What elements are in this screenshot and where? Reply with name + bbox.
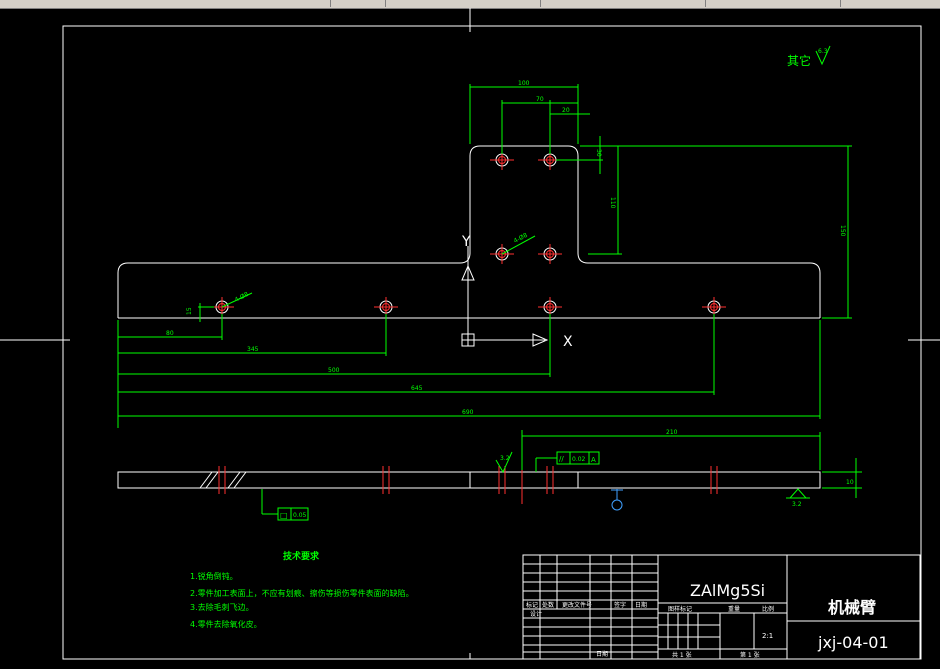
tb-label-signature: 签字	[614, 601, 626, 609]
drawing-border	[62, 25, 922, 660]
parallelism-datum: A	[591, 456, 596, 464]
dim-side-length: 210	[666, 429, 678, 436]
toolbar-separator	[840, 0, 841, 7]
part-name: 机械臂	[828, 598, 876, 617]
tb-label-sheet-num: 第 1 张	[740, 651, 760, 659]
scale-value: 2:1	[762, 632, 773, 640]
tb-label-count: 处数	[542, 601, 554, 609]
plan-view: 100 70 20 30 110 150 4-Ø8 4-Ø8 15	[117, 80, 852, 428]
parallelism-symbol: //	[559, 455, 564, 463]
ucs-x-label: X	[563, 334, 573, 350]
dimension-lines-right	[556, 136, 852, 319]
hole	[702, 297, 726, 317]
tech-req-item: 1.锐角倒钝。	[190, 571, 238, 581]
hole	[538, 297, 562, 317]
datum-symbol-icon	[611, 489, 623, 511]
hole-callout-lower: 4-Ø8	[234, 291, 250, 304]
surface-roughness-note: 其它 6.3	[787, 45, 831, 68]
tech-req-item: 3.去除毛刺飞边。	[190, 602, 254, 612]
tb-label-date-bottom: 日期	[596, 650, 608, 658]
section-hatching	[199, 471, 247, 489]
dim-vertical-total: 150	[839, 225, 846, 237]
dimension-lines-bottom	[117, 314, 821, 428]
ucs-y-label: Y	[461, 234, 471, 250]
hole	[374, 297, 398, 317]
dimension-thickness	[822, 458, 862, 498]
toolbar-separator	[330, 0, 331, 7]
flatness-tolerance-frame: □ 0.05	[261, 489, 309, 521]
cad-drawing-canvas[interactable]: 其它 6.3 100 70 20	[0, 8, 940, 669]
ucs-icon: X Y	[461, 234, 573, 350]
dim-fourth-hole-x: 645	[411, 385, 423, 392]
tb-label-design: 设计	[530, 610, 542, 618]
side-view: 210 10 // 0.02 A □ 0.05	[117, 429, 862, 521]
roughness-symbol-icon: 3.2	[786, 488, 810, 508]
tb-label-date: 日期	[635, 601, 647, 609]
roughness-symbol-icon	[815, 45, 831, 66]
dim-second-hole-x: 345	[247, 346, 259, 353]
flatness-tolerance: 0.05	[293, 512, 307, 519]
dim-hole-y-offset: 15	[186, 307, 193, 315]
parallelism-tolerance: 0.02	[572, 456, 586, 463]
roughness-symbol-icon: 3.2	[495, 451, 513, 474]
technical-requirements: 技术要求 1.锐角倒钝。 2.零件加工表面上，不应有划痕、擦伤等损伤零件表面的缺…	[190, 550, 414, 629]
parallelism-tolerance-frame: // 0.02 A	[535, 451, 600, 472]
tech-req-item: 2.零件加工表面上，不应有划痕、擦伤等损伤零件表面的缺陷。	[190, 588, 414, 598]
dim-thickness: 10	[846, 479, 854, 486]
tb-label-scale: 比例	[762, 605, 774, 613]
dimension-hole-offset	[198, 303, 214, 322]
dimension-side-length	[521, 430, 821, 470]
toolbar-separator	[705, 0, 706, 7]
roughness-value-1: 3.2	[500, 455, 510, 462]
material-name: ZAlMg5Si	[690, 581, 765, 600]
tb-label-zone: 更改文件号	[562, 601, 592, 609]
part-outline	[117, 145, 821, 318]
flatness-symbol: □	[280, 511, 288, 520]
dim-width-top: 100	[518, 80, 530, 87]
dim-hole-spacing-top: 70	[536, 96, 544, 103]
title-block-grid	[523, 555, 920, 659]
tb-label-sheet-total: 共 1 张	[672, 651, 692, 659]
dim-third-hole-x: 500	[328, 367, 340, 374]
toolbar-separator	[385, 0, 386, 7]
dim-edge-offset-top: 20	[562, 107, 570, 114]
tb-label-stage-mark: 图样标记	[668, 605, 692, 613]
tb-label-mark: 标记	[526, 601, 538, 609]
dimension-lines-top	[469, 84, 590, 154]
drawing-number: jxj-04-01	[817, 633, 889, 652]
toolbar-separator	[540, 0, 541, 7]
side-view-outline	[117, 471, 821, 489]
dim-first-hole-x: 80	[166, 330, 174, 337]
hole-callout-upper: 4-Ø8	[513, 232, 529, 245]
tech-req-item: 4.零件去除氧化皮。	[190, 619, 262, 629]
title-block: ZAlMg5Si 机械臂 jxj-04-01 2:1 标记 处数 更改文件号 签…	[522, 554, 921, 660]
dim-vertical-short: 30	[595, 149, 602, 157]
roughness-value-2: 3.2	[792, 501, 802, 508]
dim-vertical-mid: 110	[609, 197, 616, 209]
surface-note-text: 其它	[787, 53, 811, 68]
tb-label-weight: 重量	[728, 605, 740, 613]
hole	[538, 244, 562, 264]
side-hole-centerlines	[218, 456, 718, 504]
tech-req-title: 技术要求	[283, 550, 320, 562]
hole-callout-leaders	[221, 235, 536, 308]
dim-total-length: 690	[462, 409, 474, 416]
surface-note-value: 6.3	[818, 48, 828, 55]
